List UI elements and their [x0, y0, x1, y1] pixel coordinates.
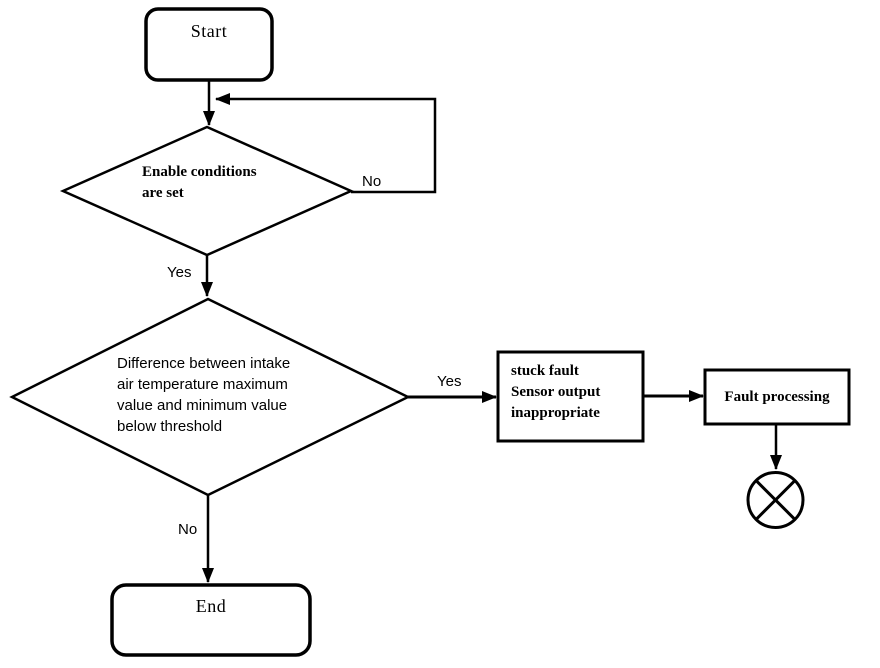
end-node-label: End [195, 596, 227, 616]
stuck-fault-label-line3: inappropriate [511, 405, 600, 421]
difference-yes-edge-label: Yes [437, 373, 462, 390]
end-node-shape [110, 583, 312, 657]
difference-decision-label-line4: below threshold [117, 418, 223, 435]
enable-decision-label-line1: Enable conditions [142, 164, 257, 180]
enable-decision-label-line2: are set [142, 185, 184, 201]
enable-no-edge-label: No [362, 173, 382, 190]
edge-enable-no-loop [215, 93, 437, 194]
difference-decision-label-line1: Difference between intake [117, 355, 291, 372]
stuck-fault-node-label: stuck fault Sensor output inappropriate [511, 361, 600, 424]
difference-no-edge-label: No [178, 521, 198, 538]
difference-decision-label: Difference between intake air temperatur… [117, 353, 290, 437]
start-node-label: Start [190, 21, 228, 41]
stuck-fault-label-line2: Sensor output [511, 384, 601, 400]
stuck-fault-label-line1: stuck fault [511, 363, 579, 379]
fault-processing-node-label: Fault processing [724, 388, 830, 405]
difference-decision-label-line3: value and minimum value [117, 397, 288, 414]
enable-decision-label: Enable conditions are set [142, 162, 257, 204]
difference-decision-label-line2: air temperature maximum [117, 376, 288, 393]
stuck-fault-node-shape [496, 350, 645, 443]
enable-yes-edge-label: Yes [167, 264, 192, 281]
off-page-connector-icon [746, 471, 805, 529]
start-node-shape [144, 7, 274, 82]
